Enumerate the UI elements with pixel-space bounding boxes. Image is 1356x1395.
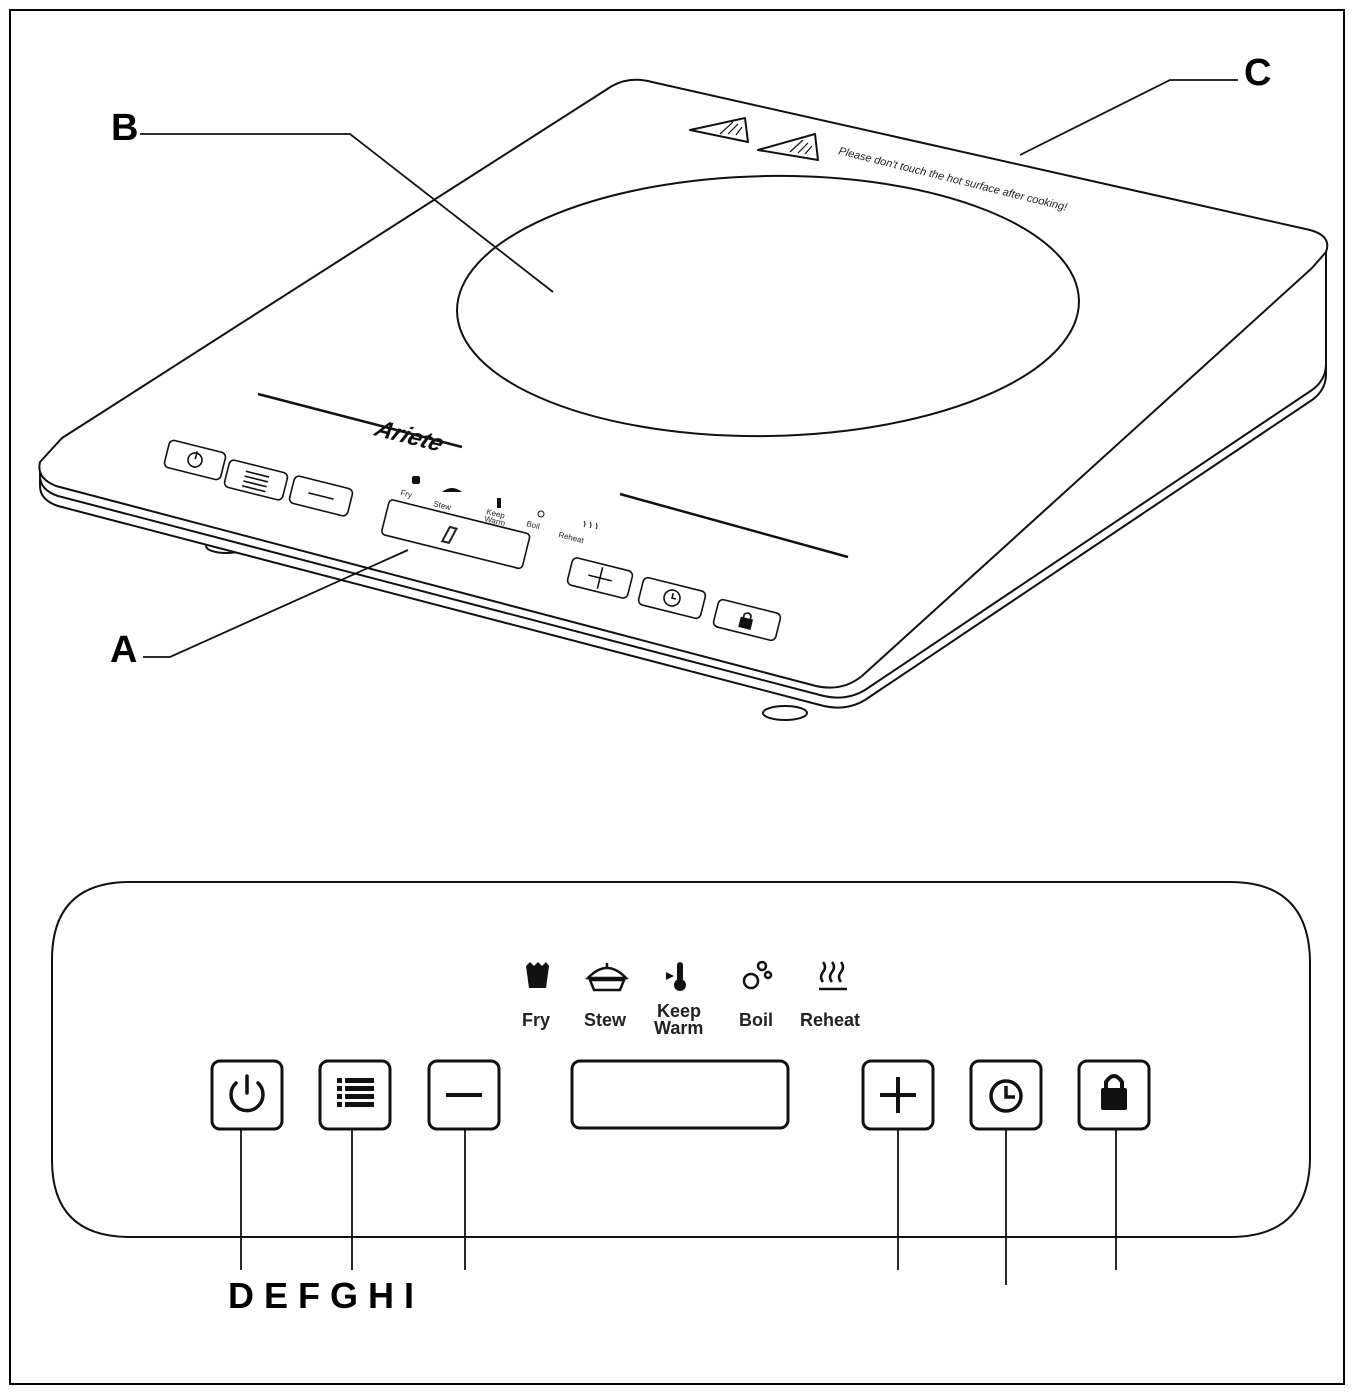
lock-button (1077, 1059, 1151, 1131)
hob-top-surface (38, 78, 1329, 689)
minus-button (427, 1059, 501, 1131)
hot-surface-warning-icon (689, 117, 819, 161)
plus-icon (880, 1077, 916, 1113)
leader-line-b (140, 133, 554, 293)
timer-button (969, 1059, 1043, 1131)
mode-label-stew: Stew (584, 1010, 627, 1030)
panel-divider-line (619, 492, 849, 559)
cooking-zone-circle (456, 174, 1080, 438)
lock-icon (1101, 1074, 1127, 1110)
hob-mode-icons (412, 476, 598, 530)
menu-button (318, 1059, 392, 1131)
callout-label-c: C (1244, 52, 1271, 94)
hob-display (381, 499, 531, 570)
panel-divider-line (257, 392, 463, 449)
hob-mode-label: Stew (433, 499, 453, 512)
mode-label-warm: Warm (654, 1018, 703, 1038)
callout-label-b: B (111, 107, 138, 149)
hob-power-button (163, 439, 227, 481)
power-button (210, 1059, 284, 1131)
pot-icon (585, 963, 629, 992)
timer-icon (989, 1079, 1023, 1113)
callout-labels-d-to-i: D E F G H I (228, 1275, 414, 1316)
digital-display (570, 1059, 790, 1130)
hob-foot (762, 705, 808, 721)
mode-label-boil: Boil (739, 1010, 773, 1030)
plus-button (861, 1059, 935, 1131)
mode-label-fry: Fry (522, 1010, 550, 1030)
steam-icon (819, 961, 847, 991)
menu-icon (337, 1078, 374, 1107)
hob-control-panel: ▯ (163, 439, 782, 642)
hob-illustration (38, 78, 1329, 721)
mode-label-keep: Keep (657, 1001, 701, 1021)
button-leader-lines (240, 1129, 1117, 1285)
leader-line-c (1019, 79, 1238, 156)
figure-frame (9, 9, 1345, 1385)
power-icon (229, 1074, 265, 1113)
mode-label-reheat: Reheat (800, 1010, 860, 1030)
hob-body-edge (39, 363, 1327, 699)
bubbles-icon (742, 960, 773, 990)
callout-label-a: A (110, 629, 137, 671)
hob-mode-label: Boil (526, 519, 541, 531)
thermometer-icon (666, 962, 686, 991)
fries-icon (526, 962, 549, 988)
hob-menu-button (223, 459, 289, 501)
leader-line-a (143, 549, 409, 658)
hob-mode-label: Fry (400, 488, 413, 500)
callout-leader-lines (140, 79, 1238, 658)
